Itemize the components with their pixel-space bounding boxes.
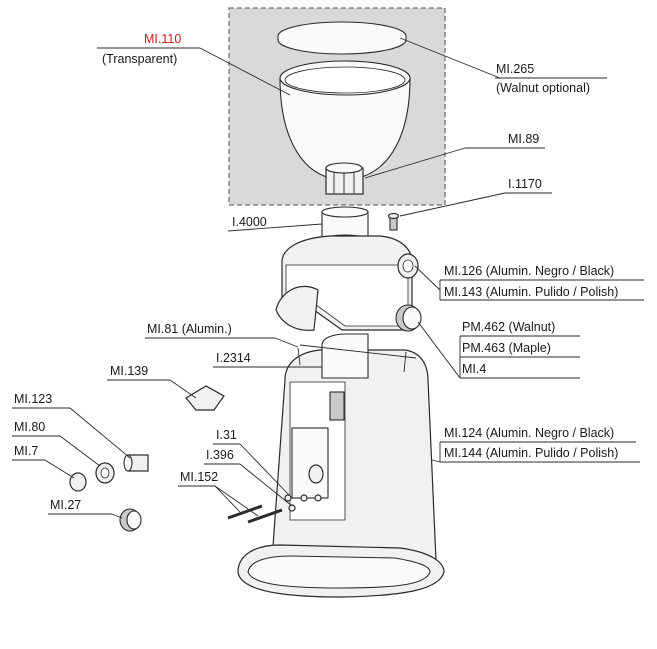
part-mi80 xyxy=(95,462,115,484)
label-mi123: MI.123 xyxy=(14,392,52,406)
hopper-lid xyxy=(277,21,407,55)
label-mi110-sub: (Transparent) xyxy=(102,52,177,66)
label-mi110: MI.110 xyxy=(144,32,181,46)
label-mi124: MI.124 (Alumin. Negro / Black) xyxy=(444,426,614,440)
upper-housing xyxy=(275,235,419,331)
label-mi265: MI.265 xyxy=(496,62,534,76)
label-mi4: MI.4 xyxy=(462,362,486,376)
part-mi27 xyxy=(119,508,142,532)
pins-mi152 xyxy=(227,504,283,524)
hopper-collar xyxy=(325,162,364,195)
label-pm463: PM.463 (Maple) xyxy=(462,341,551,355)
leader-lines xyxy=(12,37,644,519)
label-i31: I.31 xyxy=(216,428,237,442)
label-pm462: PM.462 (Walnut) xyxy=(462,320,555,334)
label-mi27: MI.27 xyxy=(50,498,81,512)
adjustment-knob xyxy=(395,304,422,332)
label-mi126: MI.126 (Alumin. Negro / Black) xyxy=(444,264,614,278)
label-mi143: MI.143 (Alumin. Pulido / Polish) xyxy=(444,285,618,299)
screw-i1170 xyxy=(387,212,400,231)
part-mi7 xyxy=(69,472,87,492)
label-i4000: I.4000 xyxy=(232,215,267,229)
label-mi152: MI.152 xyxy=(180,470,218,484)
doser-tab-mi139 xyxy=(185,385,225,411)
label-mi144: MI.144 (Alumin. Pulido / Polish) xyxy=(444,446,618,460)
label-mi139: MI.139 xyxy=(110,364,148,378)
label-mi80: MI.80 xyxy=(14,420,45,434)
label-i396: I.396 xyxy=(206,448,234,462)
label-mi7: MI.7 xyxy=(14,444,38,458)
label-mi89: MI.89 xyxy=(508,132,539,146)
part-mi123 xyxy=(123,454,149,472)
label-i2314: I.2314 xyxy=(216,351,251,365)
grinder-base xyxy=(237,544,445,598)
label-mi81: MI.81 (Alumin.) xyxy=(147,322,232,336)
screws-i31-i396 xyxy=(284,494,322,512)
label-mi265-sub: (Walnut optional) xyxy=(496,81,590,95)
label-i1170: I.1170 xyxy=(508,177,542,191)
grinder-body xyxy=(271,333,437,587)
hopper-bowl xyxy=(279,60,411,179)
